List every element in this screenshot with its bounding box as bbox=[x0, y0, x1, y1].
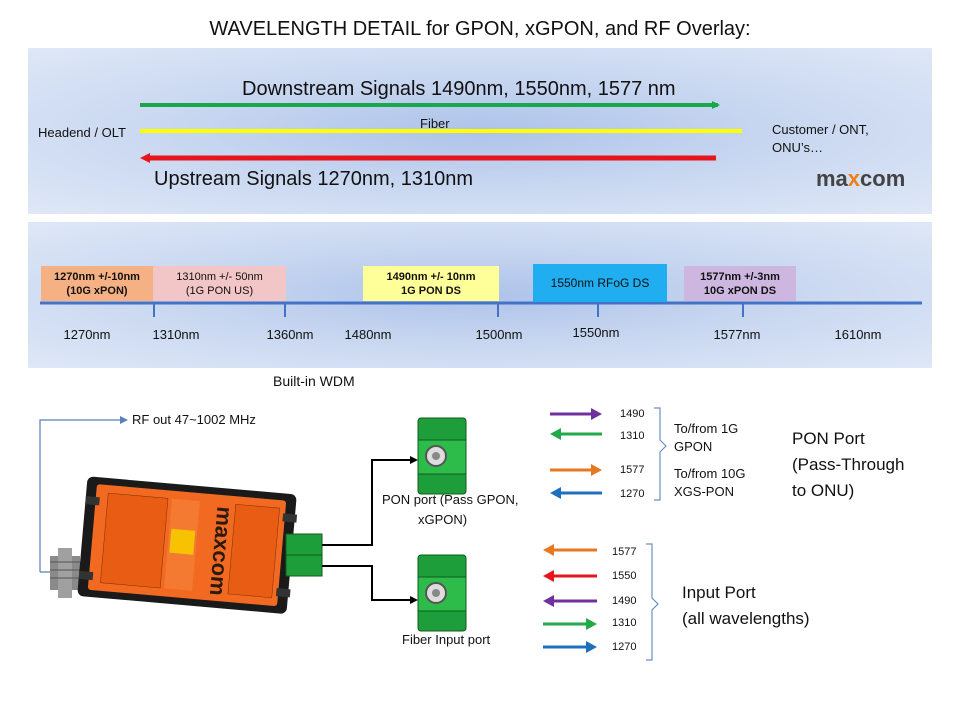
band-1270-line1: 1270nm +/-10nm bbox=[54, 270, 140, 283]
pon-group-1g-line1: To/from 1G bbox=[674, 421, 739, 436]
band-1490-line1: 1490nm +/- 10nm bbox=[386, 270, 476, 283]
input-port-heading: Input Port (all wavelengths) bbox=[682, 580, 810, 632]
pon-port-heading-line3: to ONU) bbox=[792, 481, 855, 500]
sc-connector-icon bbox=[285, 533, 323, 577]
customer-label-line2: ONU’s… bbox=[772, 140, 824, 155]
tick-label-1577: 1577nm bbox=[713, 327, 761, 342]
pon-group-1g-line2: GPON bbox=[674, 439, 713, 454]
page-title: WAVELENGTH DETAIL for GPON, xGPON, and R… bbox=[209, 18, 751, 40]
input-arrowhead-1490 bbox=[543, 595, 554, 607]
pon-port-heading: PON Port (Pass-Through to ONU) bbox=[792, 426, 904, 504]
band-1577-line1: 1577nm +/-3nm bbox=[700, 270, 780, 283]
pon-arrowhead-1310 bbox=[550, 428, 561, 440]
pon-group-1g: To/from 1G GPON bbox=[674, 420, 738, 456]
input-port-heading-line1: Input Port bbox=[682, 583, 756, 602]
band-1310: 1310nm +/- 50nm (1G PON US) bbox=[153, 266, 286, 301]
band-1490: 1490nm +/- 10nm 1G PON DS bbox=[363, 266, 499, 301]
tick-label-1610: 1610nm bbox=[834, 327, 882, 342]
tick-label-1550: 1550nm bbox=[572, 325, 620, 340]
input-wl-1310: 1310 bbox=[612, 617, 637, 629]
downstream-label: Downstream Signals 1490nm, 1550nm, 1577 … bbox=[242, 78, 676, 100]
pon-group-10g-line1: To/from 10G bbox=[674, 466, 746, 481]
pon-port-adapter-icon bbox=[417, 417, 467, 495]
input-port-heading-line2: (all wavelengths) bbox=[682, 609, 810, 628]
input-arrowhead-1577 bbox=[543, 544, 554, 556]
pon-wl-1310: 1310 bbox=[620, 430, 645, 442]
band-1310-line2: (1G PON US) bbox=[185, 284, 254, 297]
pon-brace bbox=[654, 407, 667, 501]
band-1310-line1: 1310nm +/- 50nm bbox=[176, 270, 263, 283]
pon-arrowhead-1270 bbox=[550, 487, 561, 499]
pon-port-label-line2: xGPON) bbox=[418, 512, 468, 527]
pon-wl-1577: 1577 bbox=[620, 464, 645, 476]
band-1550-line1: 1550nm RFoG DS bbox=[550, 276, 650, 290]
pon-group-10g-line2: XGS-PON bbox=[674, 484, 734, 499]
input-brace bbox=[646, 543, 659, 661]
pon-wl-1270: 1270 bbox=[620, 488, 645, 500]
band-1270-line2: (10G xPON) bbox=[66, 284, 128, 297]
band-1490-line2: 1G PON DS bbox=[401, 284, 461, 297]
rf-out-label: RF out 47~1002 MHz bbox=[132, 412, 256, 427]
tick-label-1480: 1480nm bbox=[344, 327, 392, 342]
pon-port-label-line1: PON port (Pass GPON, bbox=[382, 492, 519, 507]
tick-label-1500: 1500nm bbox=[475, 327, 523, 342]
pon-group-10g: To/from 10G XGS-PON bbox=[674, 465, 746, 501]
upstream-label: Upstream Signals 1270nm, 1310nm bbox=[154, 168, 474, 190]
band-1577: 1577nm +/-3nm 10G xPON DS bbox=[684, 266, 796, 301]
wdm-title: Built-in WDM bbox=[273, 373, 355, 389]
band-1550: 1550nm RFoG DS bbox=[533, 264, 667, 302]
rf-connector-icon bbox=[50, 548, 80, 598]
customer-label-line1: Customer / ONT, bbox=[772, 122, 869, 137]
input-arrowhead-1310 bbox=[586, 618, 597, 630]
input-arrowhead-1270 bbox=[586, 641, 597, 653]
rf-out-line bbox=[39, 416, 128, 572]
input-wl-1270: 1270 bbox=[612, 641, 637, 653]
fiber-input-link bbox=[322, 565, 418, 604]
band-1577-line2: 10G xPON DS bbox=[703, 284, 777, 297]
input-port-arrows bbox=[543, 544, 597, 653]
pon-port-link bbox=[322, 456, 418, 546]
input-wl-1490: 1490 bbox=[612, 595, 637, 607]
input-arrowhead-1550 bbox=[543, 570, 554, 582]
pon-port-arrows bbox=[550, 408, 602, 499]
wdm-device: maxcom bbox=[77, 476, 298, 614]
tick-label-1270: 1270nm bbox=[63, 327, 111, 342]
input-wl-1550: 1550 bbox=[612, 570, 637, 582]
pon-arrowhead-1577 bbox=[591, 464, 602, 476]
fiber-input-label: Fiber Input port bbox=[402, 632, 491, 647]
fiber-input-adapter-icon bbox=[417, 554, 467, 632]
input-wl-1577: 1577 bbox=[612, 546, 637, 558]
tick-label-1360: 1360nm bbox=[266, 327, 314, 342]
tick-label-1310: 1310nm bbox=[152, 327, 200, 342]
band-1270: 1270nm +/-10nm (10G xPON) bbox=[41, 266, 153, 301]
maxcom-logo: maxcom bbox=[816, 166, 906, 191]
pon-arrowhead-1490 bbox=[591, 408, 602, 420]
headend-label: Headend / OLT bbox=[38, 125, 126, 140]
pon-port-heading-line1: PON Port bbox=[792, 429, 865, 448]
pon-port-heading-line2: (Pass-Through bbox=[792, 455, 905, 474]
fiber-label: Fiber bbox=[420, 116, 450, 131]
pon-wl-1490: 1490 bbox=[620, 408, 645, 420]
